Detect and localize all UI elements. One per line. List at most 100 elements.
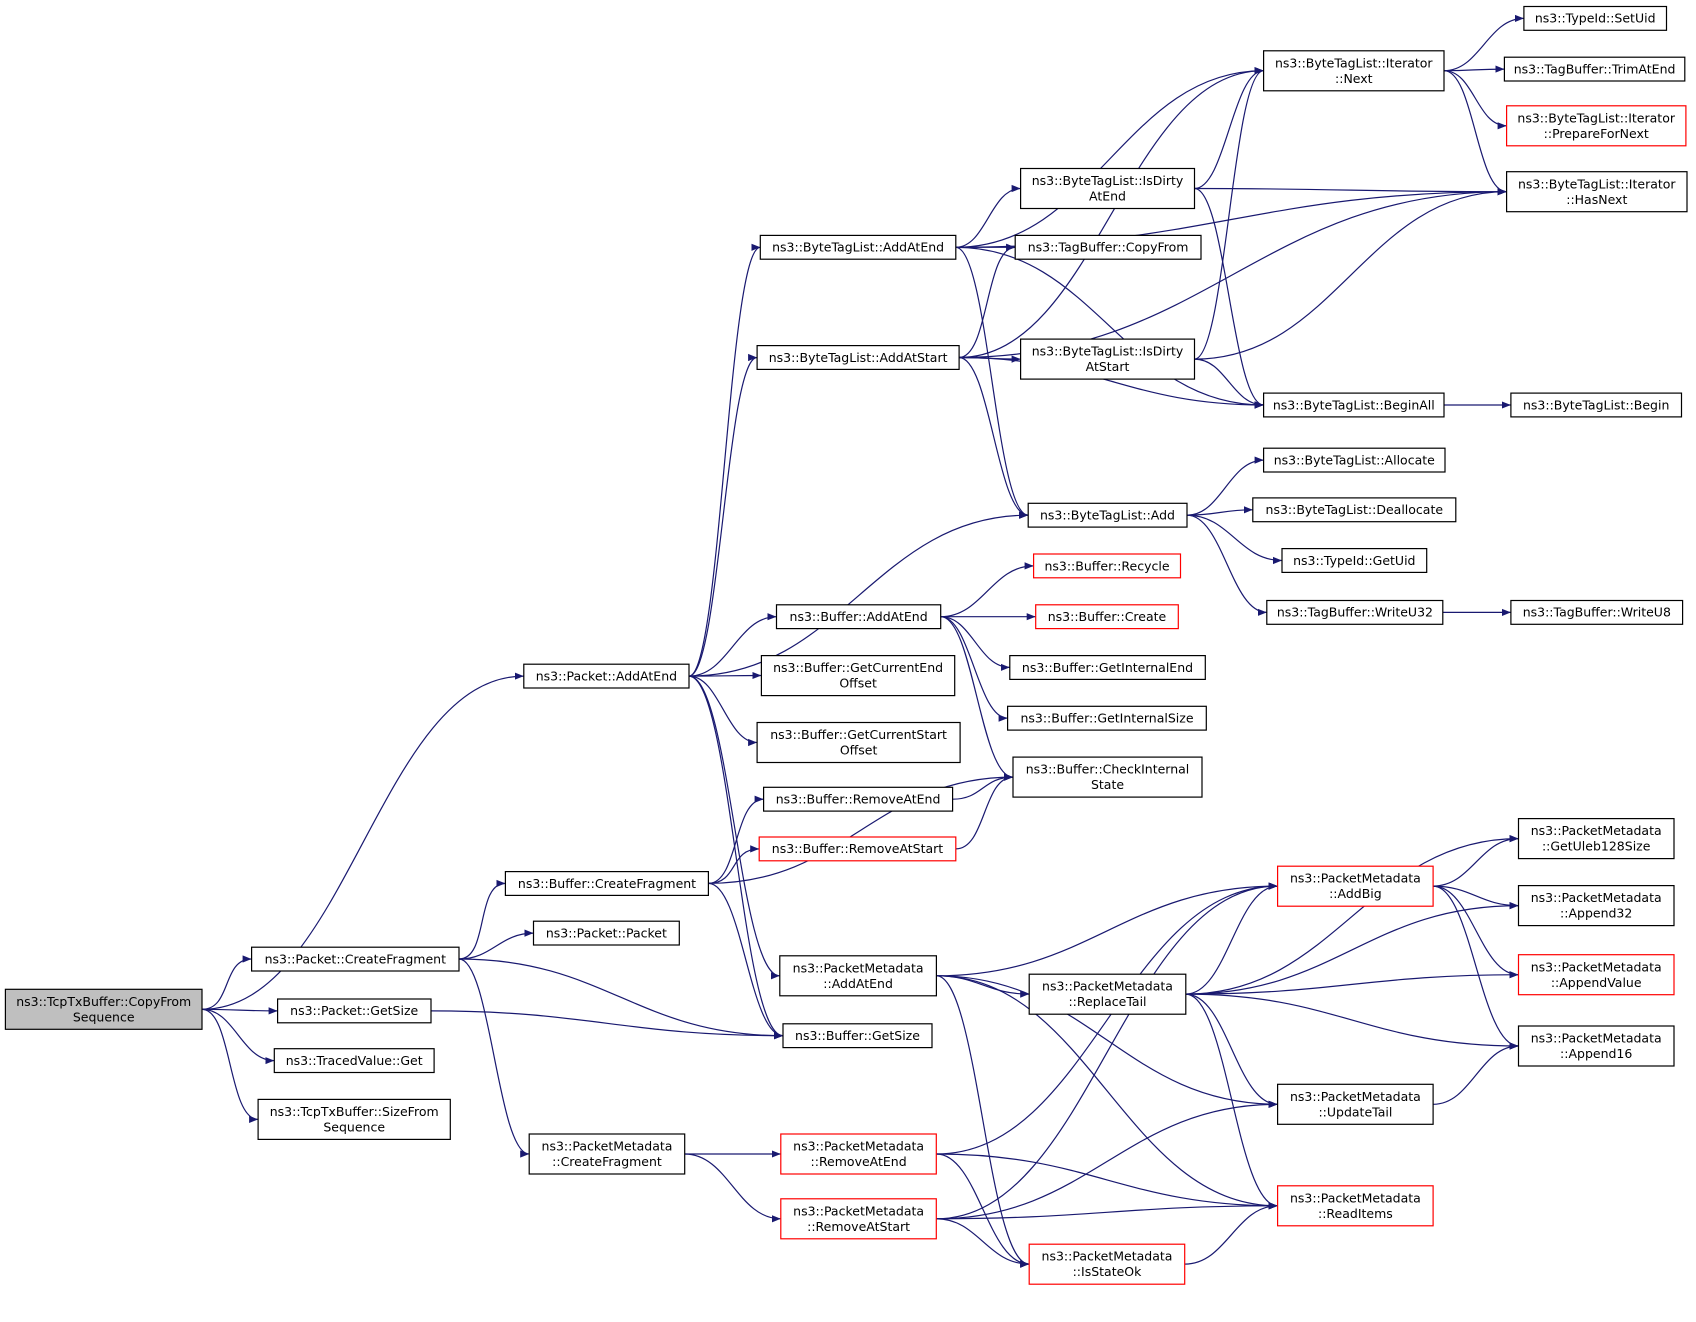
- node-label: ns3::PacketMetadata: [542, 1139, 673, 1154]
- function-node-pm_append16[interactable]: ns3::PacketMetadata::Append16: [1517, 1025, 1675, 1067]
- node-label: ns3::PacketMetadata: [1042, 1249, 1173, 1264]
- node-label: ns3::PacketMetadata: [1531, 1031, 1662, 1046]
- function-node-btl_addatend[interactable]: ns3::ByteTagList::AddAtEnd: [759, 234, 957, 260]
- node-box: [1032, 553, 1182, 579]
- node-box: [782, 1023, 933, 1049]
- function-node-buf_getintend[interactable]: ns3::Buffer::GetInternalEnd: [1009, 654, 1206, 680]
- call-edge-buf_addatend-to-buf_getintend: [940, 616, 1010, 671]
- node-label: ns3::TagBuffer::WriteU8: [1523, 605, 1671, 620]
- node-box: [1262, 447, 1446, 473]
- node-box: [762, 786, 954, 812]
- node-label: ns3::TagBuffer::TrimAtEnd: [1514, 62, 1676, 77]
- node-box: [1019, 167, 1196, 210]
- function-node-tb_writeu32[interactable]: ns3::TagBuffer::WriteU32: [1266, 599, 1444, 625]
- function-node-buf_create[interactable]: ns3::Buffer::Create: [1035, 604, 1179, 630]
- call-edge-btl_add-to-btl_allocate: [1186, 456, 1264, 516]
- node-box: [775, 604, 942, 630]
- function-node-buf_getintsize[interactable]: ns3::Buffer::GetInternalSize: [1006, 705, 1207, 731]
- call-edge-btl_isdirtystart-to-btli_next: [1194, 67, 1264, 360]
- function-node-buf_createfrag[interactable]: ns3::Buffer::CreateFragment: [504, 870, 709, 896]
- function-node-typeid_setuid[interactable]: ns3::TypeId::SetUid: [1523, 5, 1668, 31]
- node-label: ns3::PacketMetadata: [1290, 871, 1421, 886]
- function-node-pkt_getsize[interactable]: ns3::Packet::GetSize: [277, 998, 432, 1024]
- node-label: ::ReadItems: [1318, 1206, 1393, 1221]
- call-edge-btli_next-to-btli_preparefornext: [1443, 70, 1507, 130]
- function-node-tb_writeu8[interactable]: ns3::TagBuffer::WriteU8: [1510, 599, 1684, 625]
- node-box: [1510, 599, 1684, 625]
- call-edge-copyfrom-to-pkt_createfrag: [201, 955, 252, 1010]
- node-box: [1262, 392, 1445, 418]
- function-node-pm_isstateok[interactable]: ns3::PacketMetadata::IsStateOk: [1028, 1243, 1186, 1285]
- function-node-pm_removeatend[interactable]: ns3::PacketMetadata::RemoveAtEnd: [780, 1133, 937, 1175]
- function-node-buf_removeatstart[interactable]: ns3::Buffer::RemoveAtStart: [758, 836, 957, 862]
- node-label: ::AddAtEnd: [823, 976, 893, 991]
- function-node-pkt_packet[interactable]: ns3::Packet::Packet: [532, 920, 680, 946]
- node-box: [759, 234, 957, 260]
- node-box: [1276, 1185, 1434, 1227]
- node-label: ::PrepareForNext: [1544, 126, 1649, 141]
- call-edge-pkt_addatend-to-pm_addatend: [688, 675, 780, 980]
- call-edge-btl_addatend-to-btl_isdirtyend: [955, 184, 1021, 248]
- node-label: ns3::PacketMetadata: [793, 960, 924, 975]
- node-box: [1035, 604, 1179, 630]
- function-node-btli_preparefornext[interactable]: ns3::ByteTagList::Iterator::PrepareForNe…: [1505, 105, 1687, 147]
- function-node-typeid_getuid[interactable]: ns3::TypeId::GetUid: [1281, 547, 1428, 573]
- function-node-btli_hasnext[interactable]: ns3::ByteTagList::Iterator::HasNext: [1505, 171, 1688, 213]
- function-node-pm_createfrag[interactable]: ns3::PacketMetadata::CreateFragment: [528, 1133, 686, 1175]
- node-box: [257, 1098, 451, 1141]
- function-node-btli_next[interactable]: ns3::ByteTagList::Iterator::Next: [1262, 50, 1445, 92]
- call-edge-pm_removeatstart-to-pm_addbig: [936, 882, 1278, 1220]
- node-label: ns3::PacketMetadata: [1531, 823, 1662, 838]
- node-label: ::IsStateOk: [1073, 1264, 1143, 1279]
- node-label: ns3::ByteTagList::BeginAll: [1273, 397, 1435, 412]
- function-node-btl_allocate[interactable]: ns3::ByteTagList::Allocate: [1262, 447, 1446, 473]
- function-node-tb_copyfrom[interactable]: ns3::TagBuffer::CopyFrom: [1014, 234, 1202, 260]
- function-node-pm_updatetail[interactable]: ns3::PacketMetadata::UpdateTail: [1276, 1083, 1434, 1125]
- function-node-btl_begin[interactable]: ns3::ByteTagList::Begin: [1510, 392, 1683, 418]
- call-edge-pkt_addatend-to-buf_getcurstart: [688, 675, 758, 747]
- function-node-pm_append32[interactable]: ns3::PacketMetadata::Append32: [1517, 884, 1675, 927]
- function-node-pm_addbig[interactable]: ns3::PacketMetadata::AddBig: [1276, 865, 1434, 907]
- function-node-pm_removeatstart[interactable]: ns3::PacketMetadata::RemoveAtStart: [780, 1198, 937, 1240]
- function-node-btl_deallocate[interactable]: ns3::ByteTagList::Deallocate: [1252, 497, 1457, 523]
- node-label: ns3::Buffer::GetInternalEnd: [1022, 660, 1193, 675]
- function-node-pm_readitems[interactable]: ns3::PacketMetadata::ReadItems: [1276, 1185, 1434, 1227]
- function-node-traced_get[interactable]: ns3::TracedValue::Get: [273, 1048, 435, 1074]
- function-node-buf_addatend[interactable]: ns3::Buffer::AddAtEnd: [775, 604, 942, 630]
- node-label: ns3::Packet::Packet: [546, 926, 667, 941]
- function-node-pm_getuleb[interactable]: ns3::PacketMetadata::GetUleb128Size: [1517, 817, 1675, 860]
- function-node-pm_replacetail[interactable]: ns3::PacketMetadata::ReplaceTail: [1028, 973, 1187, 1015]
- function-node-pm_addatend[interactable]: ns3::PacketMetadata::AddAtEnd: [779, 955, 937, 997]
- call-edge-btl_isdirtyend-to-btl_beginall: [1194, 187, 1264, 409]
- function-node-btl_add[interactable]: ns3::ByteTagList::Add: [1027, 502, 1188, 528]
- node-box: [528, 1133, 686, 1175]
- function-node-buf_removeatend[interactable]: ns3::Buffer::RemoveAtEnd: [762, 786, 954, 812]
- function-node-buf_recycle[interactable]: ns3::Buffer::Recycle: [1032, 553, 1182, 579]
- node-label: ns3::ByteTagList::AddAtEnd: [772, 240, 944, 255]
- call-edge-btl_addatend-to-btl_beginall: [955, 246, 1264, 409]
- node-box: [756, 721, 961, 764]
- node-box: [1027, 502, 1188, 528]
- node-box: [1510, 392, 1683, 418]
- function-node-tb_trimatend[interactable]: ns3::TagBuffer::TrimAtEnd: [1503, 56, 1686, 82]
- node-box: [1517, 884, 1675, 927]
- function-node-pkt_addatend[interactable]: ns3::Packet::AddAtEnd: [523, 663, 690, 689]
- function-node-btl_beginall[interactable]: ns3::ByteTagList::BeginAll: [1262, 392, 1445, 418]
- function-node-btl_addatstart[interactable]: ns3::ByteTagList::AddAtStart: [756, 345, 960, 371]
- function-node-pm_appendvalue[interactable]: ns3::PacketMetadata::AppendValue: [1517, 954, 1675, 996]
- function-node-pkt_createfrag[interactable]: ns3::Packet::CreateFragment: [251, 946, 460, 972]
- node-box: [1503, 56, 1686, 82]
- node-label: ns3::Buffer::GetCurrentEnd: [773, 660, 943, 675]
- call-edge-copyfrom-to-pkt_addatend: [201, 672, 524, 1010]
- call-edge-btl_isdirtyend-to-btli_hasnext: [1194, 187, 1507, 196]
- call-edge-buf_addatend-to-buf_getintsize: [940, 616, 1008, 722]
- function-node-buf_getsize[interactable]: ns3::Buffer::GetSize: [782, 1023, 933, 1049]
- call-edge-btl_addatstart-to-btl_add: [958, 356, 1029, 519]
